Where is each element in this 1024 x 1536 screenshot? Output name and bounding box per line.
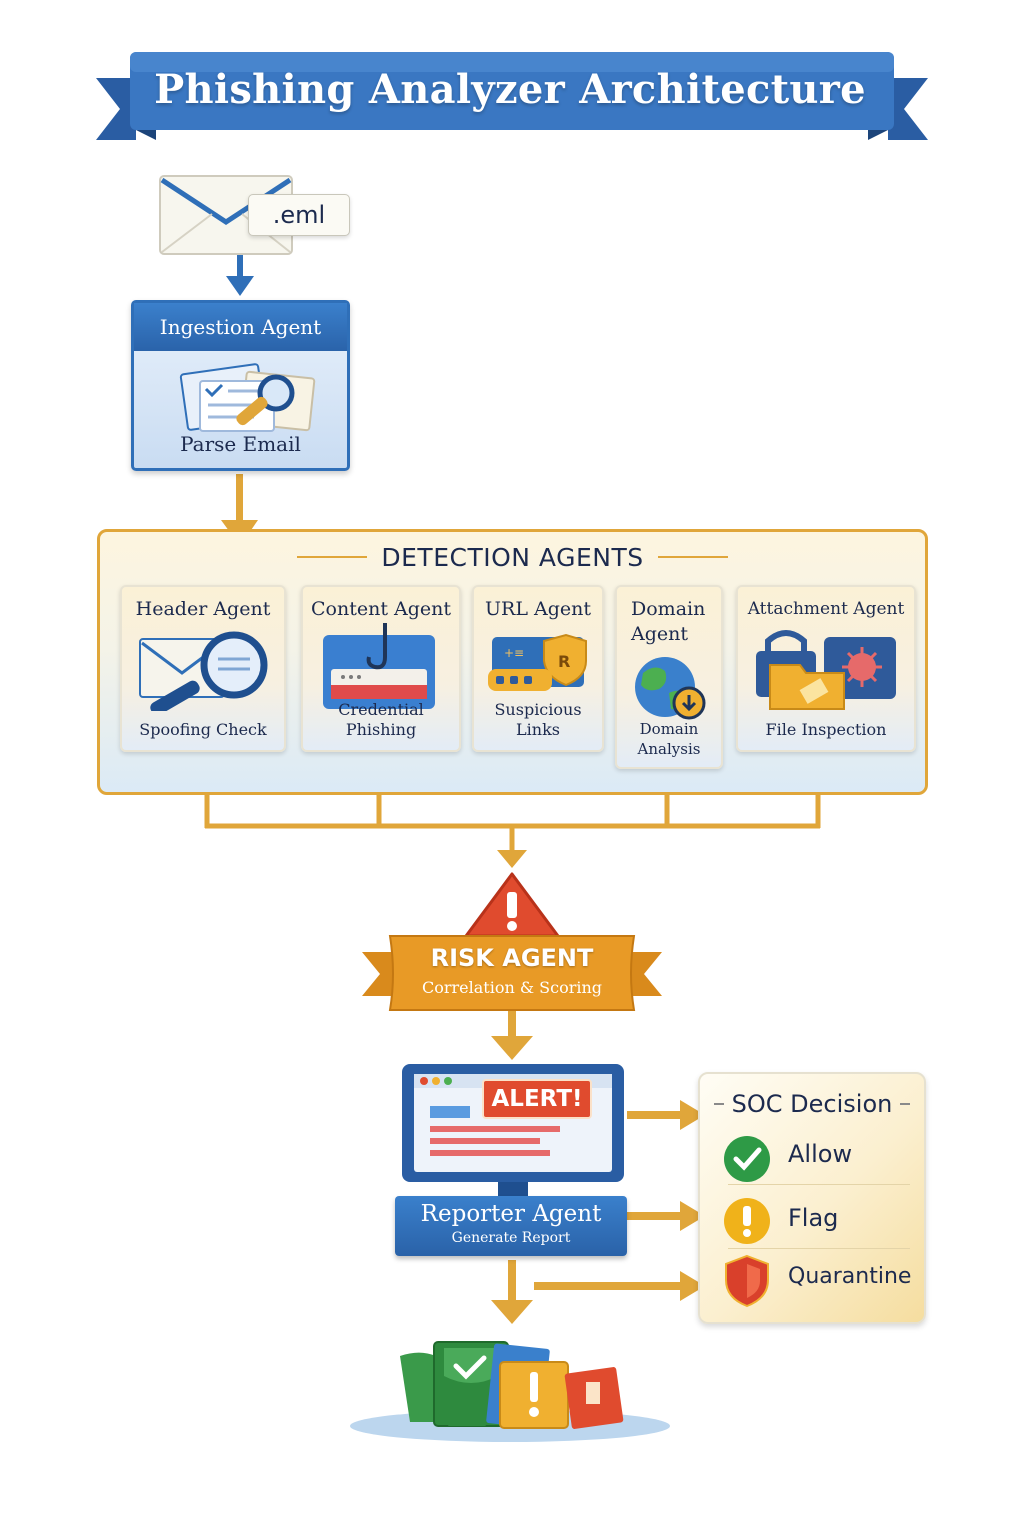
svg-text:R: R (558, 652, 570, 671)
risk-agent-subtitle: Correlation & Scoring (421, 978, 603, 997)
url-agent-card: URL Agent +≡ R Suspicious Links (472, 585, 604, 752)
report-documents-icon (350, 1341, 670, 1442)
header-agent-subtitle: Spoofing Check (139, 720, 267, 739)
url-agent-subtitle: Suspicious Links (494, 700, 582, 739)
detection-title: DETECTION AGENTS (100, 542, 925, 572)
reporter-agent-title: Reporter Agent (420, 1201, 602, 1227)
detection-title-text: DETECTION AGENTS (381, 542, 644, 572)
soc-option-flag: Flag (788, 1204, 839, 1232)
ingestion-agent-subtitle: Parse Email (180, 432, 301, 456)
alert-badge: ALERT! (482, 1079, 592, 1119)
arrow-reporter-to-output (491, 1260, 533, 1324)
url-agent-title: URL Agent (485, 598, 591, 620)
risk-agent-title: RISK AGENT (430, 944, 594, 972)
arrow-reporter-to-soc (534, 1100, 705, 1301)
soc-title-text: SOC Decision (731, 1090, 893, 1118)
folder-malware-icon (756, 630, 896, 710)
domain-agent-card: Domain Agent Domain Analysis (615, 585, 723, 769)
soc-divider (728, 1248, 910, 1249)
warning-triangle-icon (464, 872, 560, 938)
content-agent-title: Content Agent (310, 598, 451, 620)
detection-agents-panel: DETECTION AGENTS Header Agent Spoofing C… (97, 529, 928, 795)
link-shield-icon: +≡ R (488, 633, 587, 691)
arrow-risk-to-reporter (491, 1010, 533, 1060)
phishing-hook-icon (323, 623, 435, 709)
envelope-magnifier-icon (139, 631, 268, 711)
domain-agent-subtitle: Domain Analysis (637, 720, 701, 758)
soc-title: SOC Decision (700, 1090, 924, 1118)
reporter-agent-box: Reporter Agent Generate Report (395, 1196, 627, 1256)
title-ribbon (96, 52, 928, 140)
attachment-agent-card: Attachment Agent File Inspection (736, 585, 916, 752)
attachment-agent-subtitle: File Inspection (765, 720, 887, 739)
soc-decision-panel: SOC Decision Allow Flag Quarantine (698, 1072, 926, 1324)
eml-file-tag: .eml (248, 194, 350, 236)
header-agent-card: Header Agent Spoofing Check (120, 585, 286, 752)
soc-divider (728, 1184, 910, 1185)
globe-icon (635, 657, 706, 720)
content-agent-card: Content Agent Credential Phishing (301, 585, 461, 752)
ingestion-agent-title: Ingestion Agent (134, 303, 347, 351)
shield-icon (725, 1254, 769, 1308)
content-agent-subtitle: Credential Phishing (338, 700, 424, 739)
page-title: Phishing Analyzer Architecture (154, 65, 866, 113)
check-circle-icon (724, 1136, 770, 1182)
risk-agent-label: RISK AGENT Correlation & Scoring (398, 944, 626, 997)
soc-option-quarantine: Quarantine (788, 1264, 912, 1289)
domain-agent-title: Domain Agent (631, 598, 706, 645)
attachment-agent-title: Attachment Agent (747, 599, 905, 619)
risk-agent-ribbon (362, 935, 662, 1011)
reporter-agent-subtitle: Generate Report (451, 1230, 571, 1246)
exclamation-circle-icon (724, 1198, 770, 1244)
arrow-eml-to-ingestion (226, 252, 254, 296)
soc-option-allow: Allow (788, 1140, 853, 1168)
ingestion-agent-box: Ingestion Agent Parse Email (131, 300, 350, 471)
svg-text:+≡: +≡ (504, 646, 524, 660)
header-agent-title: Header Agent (135, 598, 271, 620)
documents-magnifier-icon (179, 363, 316, 432)
